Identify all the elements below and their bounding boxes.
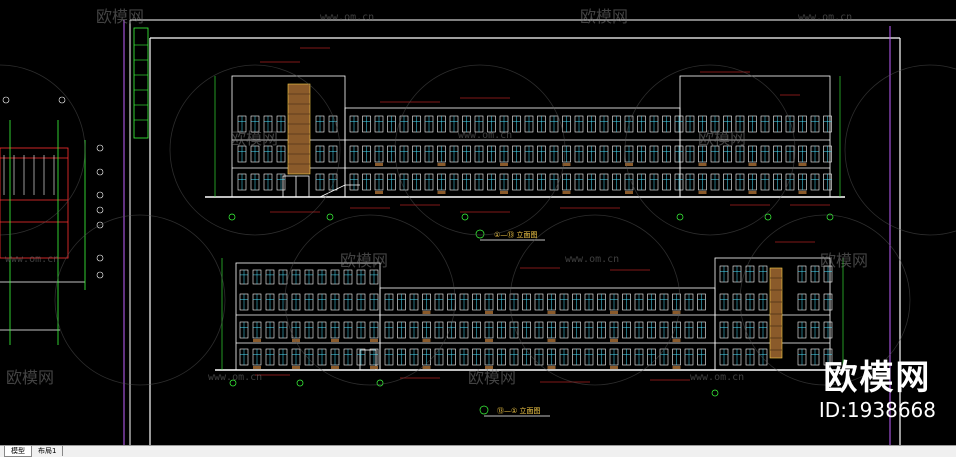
watermark-brand: 欧模网 [6, 368, 54, 387]
brand-logo-text: 欧模网 [823, 358, 932, 398]
watermark-url: www.om.cn [690, 372, 744, 383]
watermark-url: www.om.cn [5, 254, 59, 265]
layout-tab-bar: 模型 布局1 [0, 445, 956, 457]
tab-model[interactable]: 模型 [4, 446, 32, 457]
watermark-brand: 欧模网 [698, 129, 746, 148]
watermark-layer: 欧模网 www.om.cn 欧模网 www.om.cn 欧模网 www.om.c… [5, 7, 868, 387]
top-elevation-title: ①—⑬ 立面图 [475, 229, 545, 241]
tab-layout-1[interactable]: 布局1 [32, 446, 64, 456]
watermark-brand: 欧模网 [230, 129, 278, 148]
watermark-url: www.om.cn [565, 254, 619, 265]
watermark-url: www.om.cn [798, 12, 852, 23]
watermark-brand: 欧模网 [468, 368, 516, 387]
drawing-frame [123, 19, 956, 445]
bottom-elevation-title-text: ⑬—① 立面图 [497, 406, 541, 415]
watermark-brand: 欧模网 [96, 7, 144, 26]
watermark-url: www.om.cn [458, 130, 512, 141]
left-floor-plan [0, 96, 104, 345]
cad-drawing-canvas[interactable]: ①—⑬ 立面图 ⑬—① 立面 [0, 0, 956, 445]
top-elevation [205, 47, 845, 221]
bottom-elevation-windows [239, 265, 833, 369]
watermark-brand: 欧模网 [340, 251, 388, 270]
watermark-brand: 欧模网 [820, 251, 868, 270]
watermark-url: www.om.cn [320, 12, 374, 23]
top-elevation-title-text: ①—⑬ 立面图 [494, 230, 538, 239]
bottom-elevation-title: ⑬—① 立面图 [479, 405, 550, 417]
brand-watermark: 欧模网 ID:1938668 [819, 358, 936, 422]
watermark-url: www.om.cn [208, 372, 262, 383]
model-id: ID:1938668 [818, 398, 936, 422]
watermark-brand: 欧模网 [580, 7, 628, 26]
bottom-elevation [215, 241, 850, 397]
watermark-arcs [0, 64, 956, 386]
top-elevation-windows [237, 115, 832, 194]
